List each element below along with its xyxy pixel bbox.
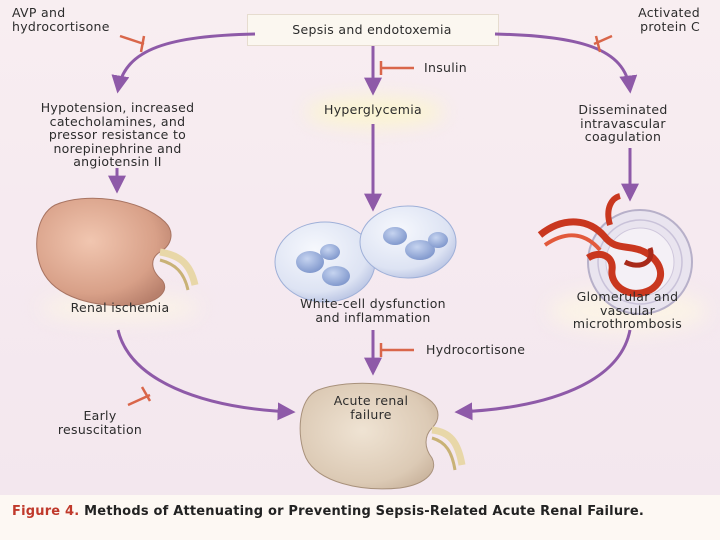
inhibitor-avp [119,34,146,53]
label-dic: Disseminated intravascular coagulation [578,102,668,144]
glomerulus-illustration [537,193,693,315]
label-glomerular-microthrombosis: Glomerular and vascular microthrombosis [572,289,683,331]
kidney-acute-renal-failure [299,382,466,490]
label-activated-protein-c: Activated protein C [638,5,700,34]
kidney-renal-ischemia [36,197,199,306]
glow-hyperglycemia [305,98,445,126]
top-label-box [247,14,499,46]
label-white-cell-dysfunction: White-cell dysfunction and inflammation [300,296,446,325]
figure-number: Figure 4. [12,504,80,519]
label-hyperglycemia: Hyperglycemia [324,102,422,117]
arrow-renal-to-arf [116,329,296,421]
inhibitor-insulin [379,61,414,75]
arrow-sepsis-left [111,32,256,94]
label-hydrocortisone: Hydrocortisone [426,342,526,357]
figure-caption: Figure 4. Methods of Attenuating or Prev… [12,504,702,520]
arrow-glomerular-to-arf [454,329,632,421]
arrow-sepsis-right [494,32,638,94]
inhibitor-hydrocortisone [379,343,414,357]
inhibitor-apc [593,34,613,53]
label-renal-ischemia: Renal ischemia [70,300,170,315]
label-hypotension: Hypotension, increased catecholamines, a… [40,100,195,169]
white-cells-illustration [274,205,457,303]
figure-title: Methods of Attenuating or Preventing Sep… [79,504,645,519]
label-acute-renal-failure: Acute renal failure [333,393,409,422]
inhibitor-early-resuscitation [127,386,152,407]
label-sepsis-endotoxemia: Sepsis and endotoxemia [292,22,452,37]
label-insulin: Insulin [424,60,468,75]
label-avp-hydrocortisone: AVP and hydrocortisone [12,5,110,34]
label-early-resuscitation: Early resuscitation [57,408,143,437]
diagram-graphics [36,32,693,490]
